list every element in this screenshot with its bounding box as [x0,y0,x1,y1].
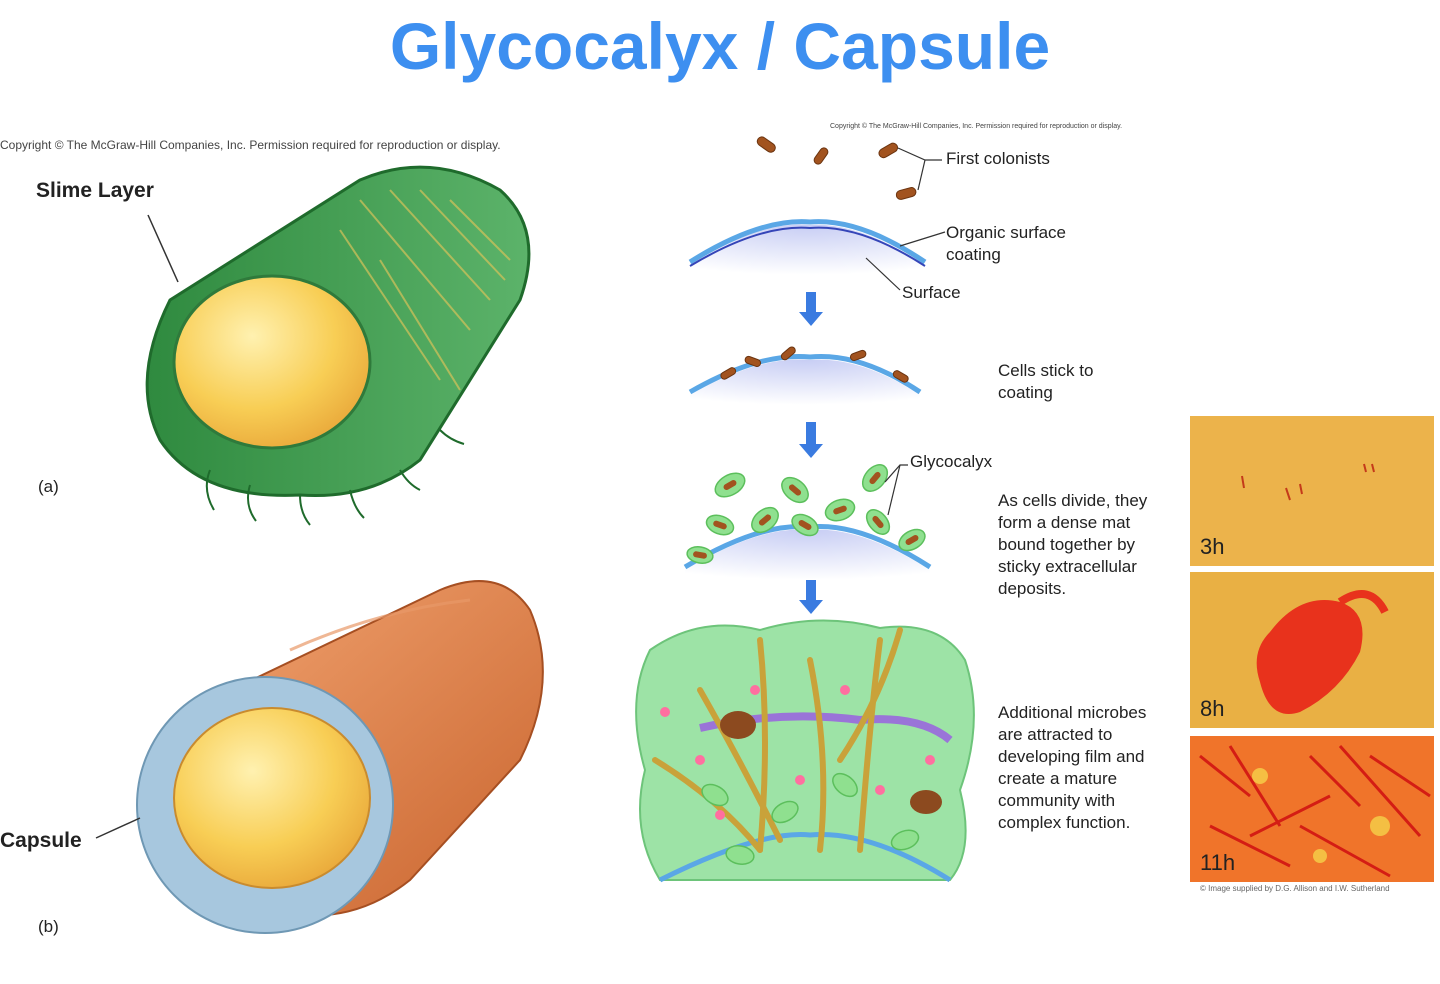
step2-line: form a dense mat [998,513,1131,532]
micrograph-8h-texture [1256,590,1389,714]
surface-stage-3 [683,464,932,580]
micrograph-3h: 3h [1190,416,1434,566]
slime-layer-label: Slime Layer [36,179,154,202]
first-colonists-label: First colonists [946,149,1050,168]
capsule-cell [136,580,544,934]
step2-line: sticky extracellular [998,557,1137,576]
micrograph-8h-label: 8h [1200,696,1225,721]
micrograph-11h-texture [1199,745,1431,878]
mature-biofilm [635,619,975,883]
step1-text-1: Cells stick to [998,361,1094,380]
micrograph-11h: 11h [1190,736,1434,882]
glycocalyx-label: Glycocalyx [910,452,993,471]
coating-pointers [865,231,946,291]
organic-coating-label-1: Organic surface [946,223,1066,242]
step3-line: Additional microbes [998,703,1147,722]
step1-text-2: coating [998,383,1053,402]
step3-line: complex function. [998,813,1131,832]
panel-a-letter: (a) [38,477,59,496]
colonist-pointers [897,147,942,191]
page-title: Glycocalyx / Capsule [389,9,1051,83]
step3-line: are attracted to [998,725,1113,744]
slime-layer-cell [145,165,531,526]
micrograph-3h-texture [1241,463,1375,501]
copyright-notice-right: Copyright © The McGraw-Hill Companies, I… [830,123,1123,130]
step3-text: Additional microbes are attracted to dev… [998,702,1178,834]
micrograph-3h-label: 3h [1200,534,1225,559]
first-colonist-bacteria [756,136,917,200]
panel-b-letter: (b) [38,917,59,936]
image-credit: © Image supplied by D.G. Allison and I.W… [1200,884,1390,893]
surface-label: Surface [902,283,961,302]
surface-stage-2 [688,346,922,405]
step2-text: As cells divide, they form a dense mat b… [998,490,1178,600]
step2-line: As cells divide, they [998,491,1148,510]
step3-line: community with [998,791,1116,810]
step2-line: deposits. [998,579,1067,598]
step3-line: create a mature [998,769,1118,788]
capsule-pointer [95,817,141,839]
copyright-notice-left: Copyright © The McGraw-Hill Companies, I… [0,138,501,152]
slime-layer-pointer [147,214,179,283]
micrograph-11h-label: 11h [1200,850,1236,875]
step2-line: bound together by [998,535,1136,554]
organic-coating-label-2: coating [946,245,1001,264]
surface-stage-1 [688,219,927,275]
micrograph-8h: 8h [1190,572,1434,728]
step3-line: developing film and [998,747,1145,766]
stage-arrows [799,292,823,614]
capsule-label: Capsule [0,829,82,852]
glycocalyx-pointers [884,464,908,516]
